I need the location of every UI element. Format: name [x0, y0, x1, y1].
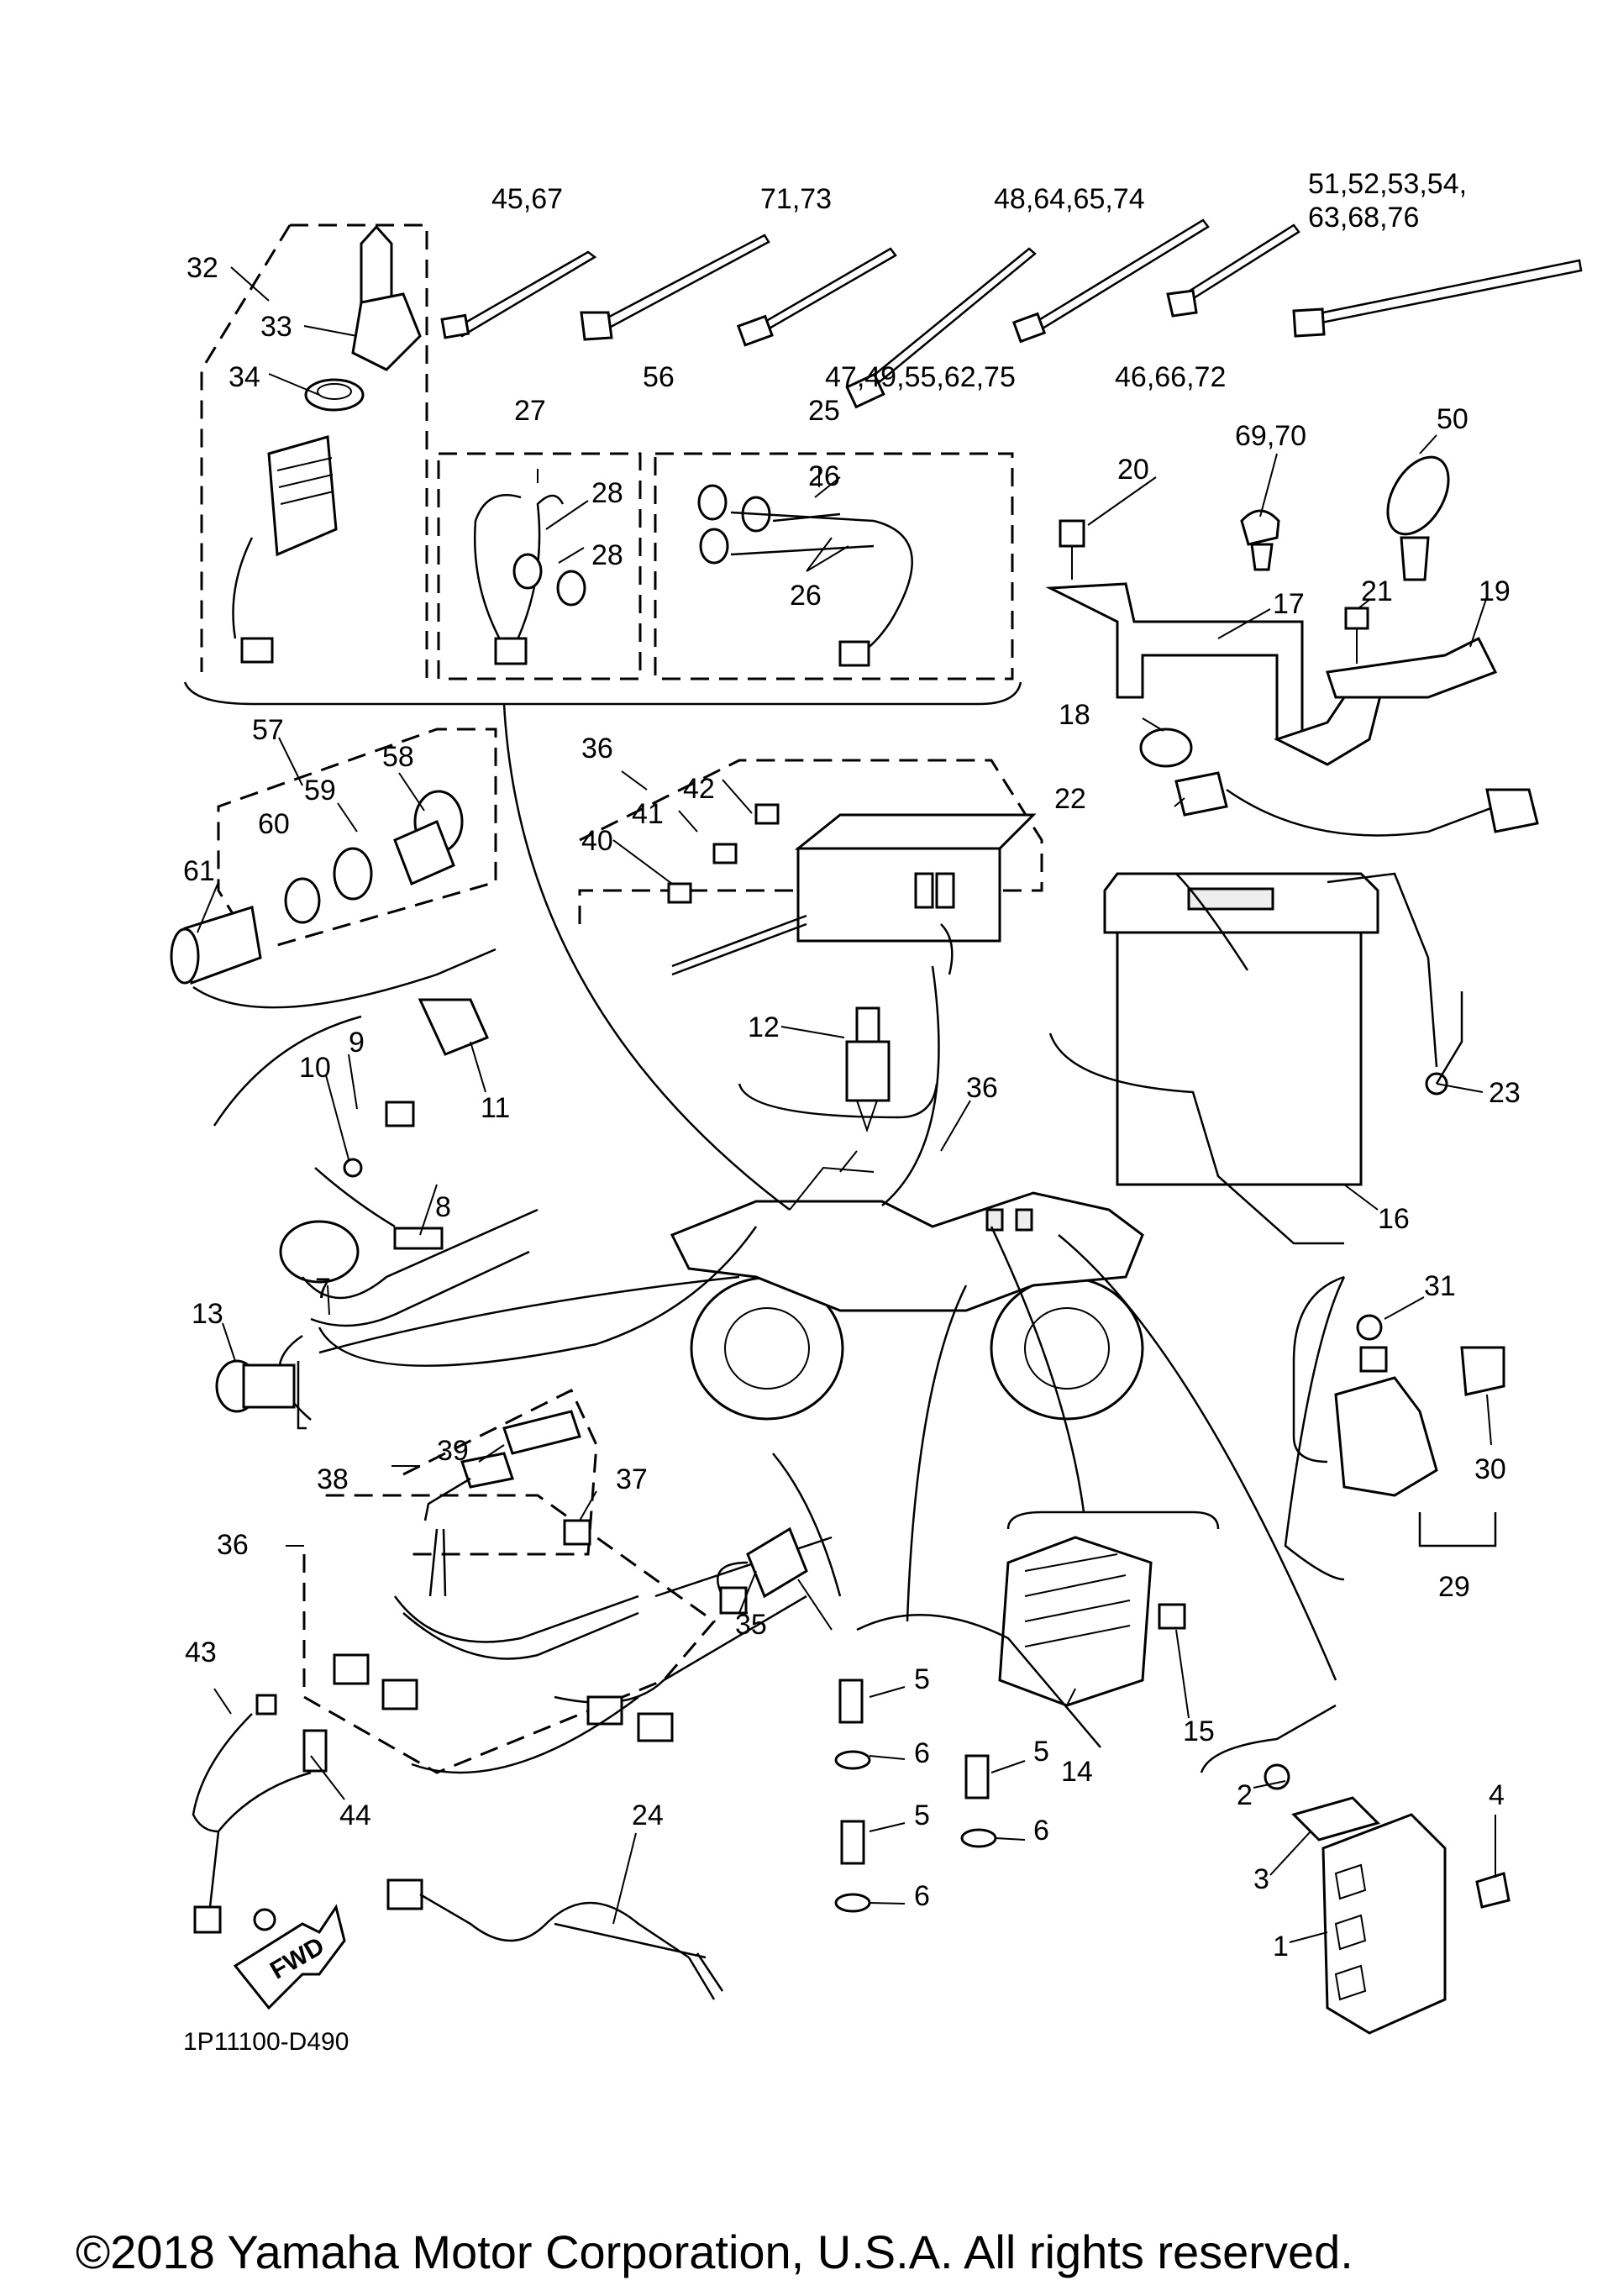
label-42: 42 [683, 773, 715, 805]
wire-harness-assembly [302, 1388, 833, 1774]
label-39: 39 [437, 1435, 469, 1467]
label-29: 29 [1438, 1571, 1470, 1603]
label-58: 58 [382, 741, 414, 773]
label-17: 17 [1273, 588, 1305, 620]
callout-labels: 45,67 71,73 48,64,65,74 51,52,53,54, 63,… [183, 168, 1521, 2056]
label-38: 38 [317, 1463, 349, 1495]
label-22: 22 [1054, 783, 1086, 815]
label-33: 33 [260, 311, 292, 343]
lead-assembly-25 [654, 452, 1014, 680]
label-60: 60 [258, 808, 290, 840]
label-4: 4 [1489, 1779, 1505, 1811]
label-41: 41 [632, 798, 664, 830]
label-12: 12 [748, 1011, 780, 1043]
label-21: 21 [1361, 575, 1393, 607]
label-45-67: 45,67 [491, 183, 563, 215]
label-61: 61 [183, 855, 215, 887]
thermo-switch [215, 1275, 740, 1430]
label-6c: 6 [914, 1880, 930, 1912]
label-50: 50 [1437, 403, 1469, 435]
clips [1240, 455, 1450, 581]
label-23: 23 [1489, 1077, 1521, 1109]
copyright-notice: ©2018 Yamaha Motor Corporation, U.S.A. A… [76, 2225, 1353, 2278]
label-31: 31 [1424, 1270, 1456, 1302]
label-25: 25 [808, 395, 840, 427]
label-26b: 26 [790, 580, 822, 612]
label-13: 13 [192, 1298, 223, 1330]
label-14: 14 [1061, 1756, 1093, 1788]
label-16: 16 [1378, 1203, 1410, 1235]
label-27: 27 [514, 395, 546, 427]
label-32: 32 [187, 252, 218, 284]
label-28b: 28 [591, 539, 623, 571]
ignition-coil-assembly [213, 998, 539, 1327]
bolts-and-washers [834, 1285, 1101, 1913]
label-69-70: 69,70 [1235, 420, 1306, 452]
neutral-switch [717, 1453, 842, 1631]
label-48-64-65-74: 48,64,65,74 [994, 183, 1145, 215]
label-20: 20 [1117, 454, 1149, 486]
label-26a: 26 [808, 460, 840, 492]
label-63-68-76: 63,68,76 [1308, 202, 1419, 234]
label-34: 34 [229, 361, 260, 393]
label-40: 40 [581, 825, 613, 857]
label-36-mid: 36 [966, 1072, 998, 1104]
lead-assembly-43-44 [192, 1694, 328, 1934]
battery-bracket [1045, 519, 1498, 768]
drawing-code: 1P11100-D490 [183, 2028, 349, 2056]
leader-lines [197, 266, 1496, 1943]
cable-tie-group [440, 218, 1583, 409]
label-43: 43 [185, 1637, 217, 1668]
spark-plug [738, 1006, 938, 1133]
label-18: 18 [1059, 699, 1090, 731]
label-2: 2 [1237, 1779, 1253, 1811]
label-10: 10 [299, 1052, 331, 1084]
label-28a: 28 [591, 477, 623, 509]
label-47-75: 47,49,55,62,75 [825, 361, 1016, 393]
label-44: 44 [339, 1799, 371, 1831]
label-1: 1 [1273, 1931, 1289, 1962]
label-59: 59 [304, 775, 336, 806]
label-6b: 6 [1033, 1815, 1049, 1847]
label-46-66-72: 46,66,72 [1115, 361, 1226, 393]
lead-24 [386, 1878, 724, 2000]
label-5c: 5 [914, 1799, 930, 1831]
label-11: 11 [481, 1092, 510, 1124]
label-5b: 5 [1033, 1736, 1049, 1768]
label-36-top: 36 [581, 733, 613, 764]
label-37: 37 [616, 1463, 648, 1495]
label-6a: 6 [914, 1737, 930, 1769]
label-71-73: 71,73 [760, 183, 832, 215]
fuse-box-assembly [578, 759, 1043, 976]
rectifier-regulator [990, 1226, 1220, 1707]
label-3: 3 [1253, 1863, 1269, 1895]
label-35: 35 [735, 1609, 767, 1641]
label-56: 56 [643, 361, 675, 393]
label-8: 8 [435, 1191, 451, 1223]
battery [1048, 771, 1539, 1245]
label-24: 24 [632, 1799, 664, 1831]
lead-assembly-27 [437, 452, 642, 680]
label-5a: 5 [914, 1663, 930, 1695]
label-36-bottom: 36 [217, 1529, 249, 1561]
socket-assembly [170, 728, 497, 1009]
atv-illustration [670, 1150, 1144, 1421]
label-15: 15 [1183, 1715, 1215, 1747]
fwd-arrow: FWD [233, 1904, 346, 2010]
label-51-54: 51,52,53,54, [1308, 168, 1467, 200]
main-switch-assembly [200, 223, 428, 680]
label-19: 19 [1479, 575, 1511, 607]
label-30: 30 [1474, 1453, 1506, 1485]
starter-relay-assembly [1284, 1275, 1505, 1581]
label-57: 57 [252, 714, 284, 746]
cdi-unit [1058, 1234, 1511, 2035]
label-9: 9 [349, 1027, 365, 1059]
label-7: 7 [315, 1273, 331, 1305]
